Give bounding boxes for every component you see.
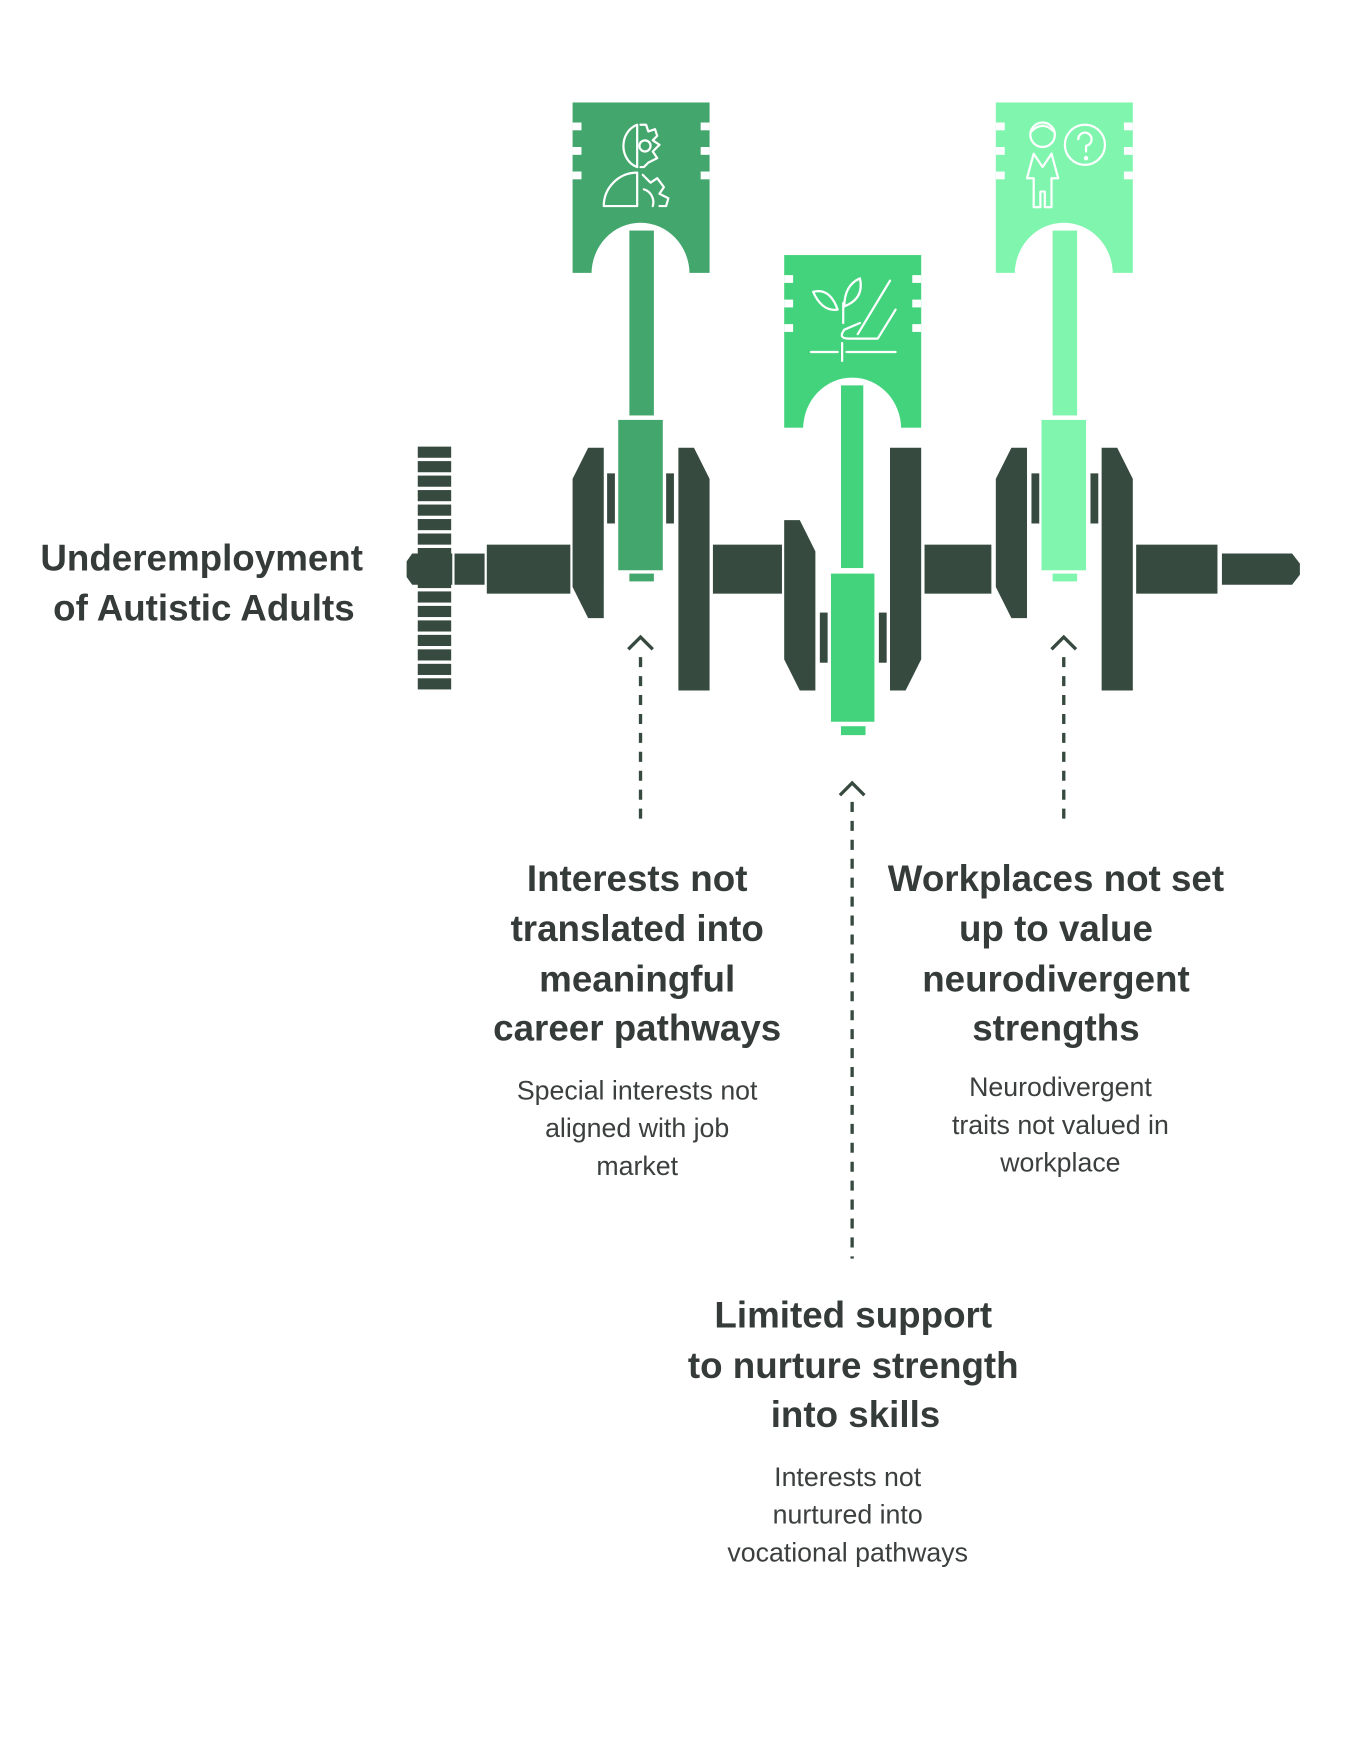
cause-heading: strengths bbox=[972, 1007, 1139, 1048]
cause-heading: career pathways bbox=[493, 1007, 781, 1048]
title-line: of Autistic Adults bbox=[53, 587, 354, 628]
rack-tooth bbox=[417, 678, 452, 690]
rack-tooth bbox=[417, 519, 452, 531]
cause-description: vocational pathways bbox=[727, 1538, 968, 1568]
piston-1 bbox=[572, 102, 710, 582]
rack-tooth bbox=[417, 605, 452, 618]
diagram-title: Underemployment of Autistic Adults bbox=[40, 537, 363, 628]
crankshaft bbox=[406, 447, 1300, 691]
cause-label-3: Workplaces not set up to value neurodive… bbox=[888, 858, 1224, 1178]
rack-tooth bbox=[417, 490, 452, 502]
cause-heading: Workplaces not set bbox=[888, 858, 1224, 899]
rack-tooth bbox=[417, 461, 452, 473]
rack-tooth bbox=[417, 446, 452, 458]
cause-heading: translated into bbox=[511, 908, 764, 949]
cause-description: Special interests not bbox=[517, 1075, 758, 1105]
cause-heading: meaningful bbox=[539, 958, 735, 999]
person-gear-icon bbox=[602, 123, 670, 208]
cause-heading: neurodivergent bbox=[922, 958, 1190, 999]
rack-tooth bbox=[417, 663, 452, 675]
cause-description: aligned with job bbox=[545, 1113, 729, 1143]
rack-tooth bbox=[417, 591, 452, 603]
title-line: Underemployment bbox=[40, 537, 363, 578]
cause-heading: into skills bbox=[771, 1394, 941, 1435]
cause-description: market bbox=[596, 1151, 678, 1181]
cause-label-2: Limited support to nurture strength into… bbox=[688, 1295, 1019, 1568]
cause-description: workplace bbox=[999, 1148, 1120, 1178]
cause-description: nurtured into bbox=[773, 1500, 923, 1530]
hand-plant-icon bbox=[809, 277, 897, 362]
cause-description: Interests not bbox=[774, 1462, 922, 1492]
piston-2 bbox=[784, 255, 922, 736]
cause-heading: Interests not bbox=[527, 858, 748, 899]
rack-tooth bbox=[417, 504, 452, 516]
rack-tooth bbox=[417, 620, 452, 632]
rack-tooth bbox=[417, 634, 452, 647]
cause-heading: up to value bbox=[959, 908, 1153, 949]
cause-heading: Limited support bbox=[714, 1295, 992, 1336]
rack-tooth bbox=[417, 475, 452, 487]
arrow-1 bbox=[627, 634, 654, 825]
cause-label-1: Interests not translated into meaningful… bbox=[493, 858, 781, 1181]
cause-description: Neurodivergent bbox=[969, 1072, 1152, 1102]
arrow-3 bbox=[1050, 634, 1078, 825]
arrow-2 bbox=[838, 780, 866, 1259]
piston-3 bbox=[995, 102, 1133, 582]
rack-tooth bbox=[417, 649, 452, 661]
rack-tooth bbox=[417, 533, 452, 545]
person-question-icon bbox=[1025, 121, 1107, 209]
cause-heading: to nurture strength bbox=[688, 1345, 1019, 1386]
cause-description: traits not valued in bbox=[952, 1110, 1169, 1140]
